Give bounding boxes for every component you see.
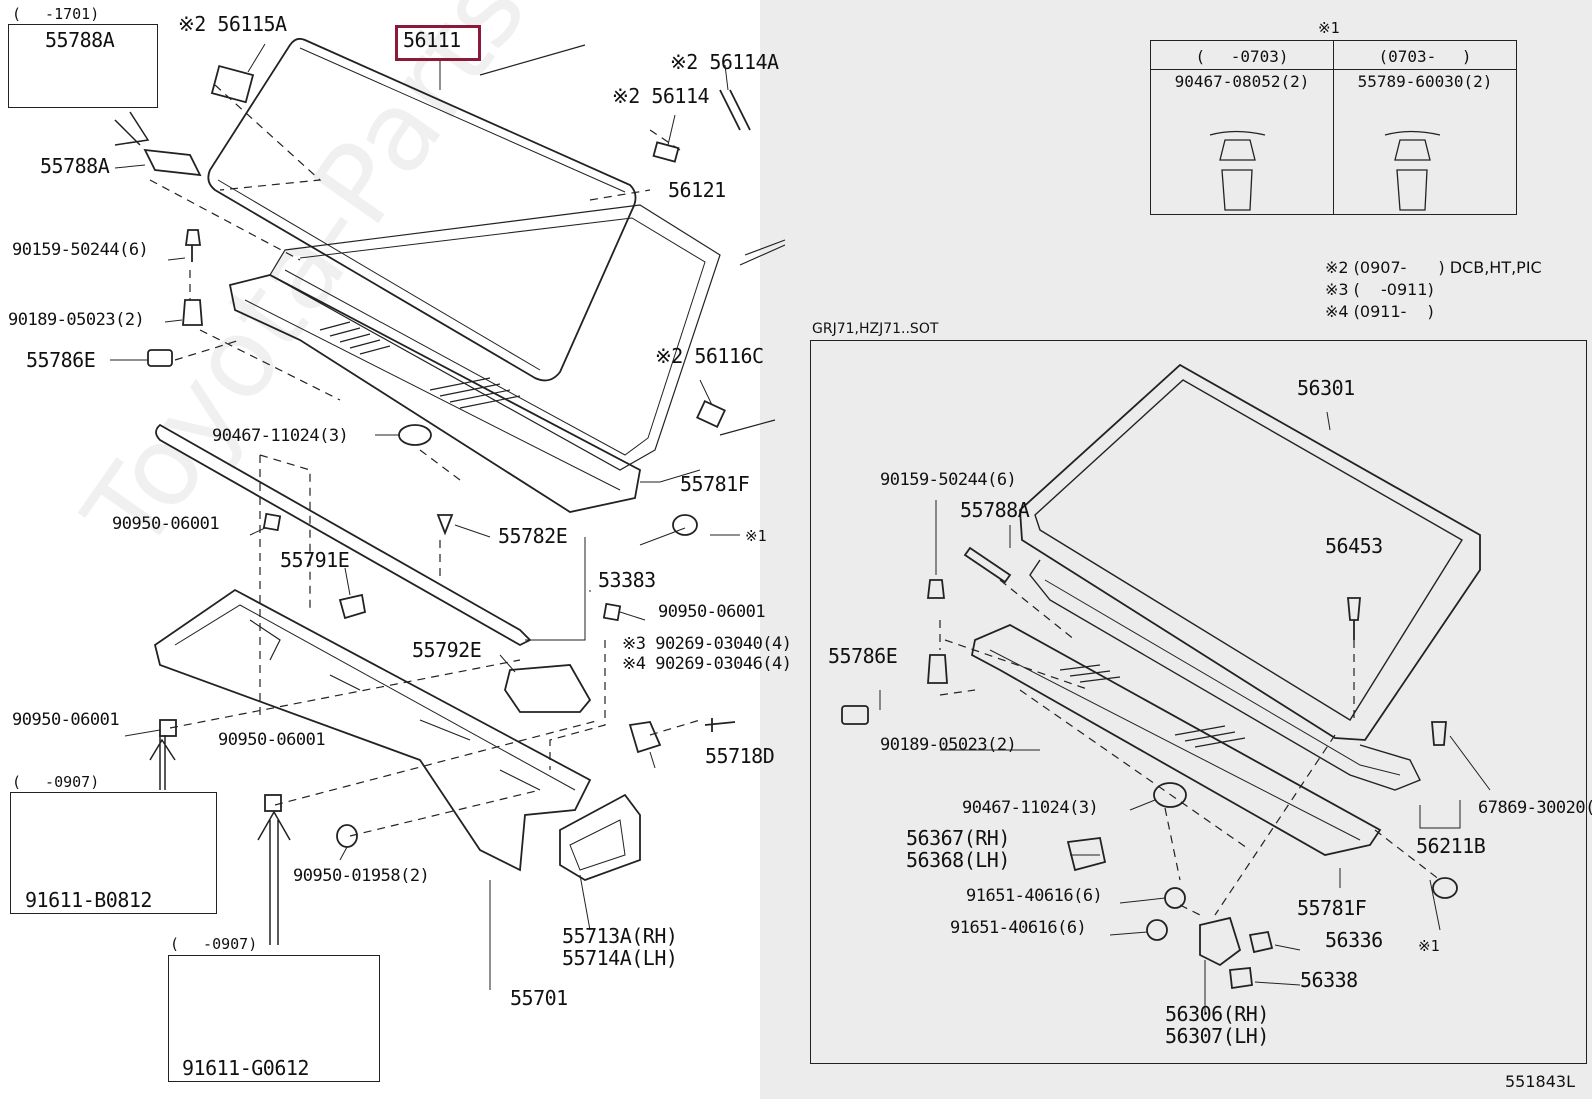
- right-label-56367[interactable]: 56367(RH): [906, 826, 1010, 850]
- right-label-56336[interactable]: 56336: [1325, 928, 1383, 952]
- right-label-56211B[interactable]: 56211B: [1416, 834, 1486, 858]
- inset-mid-part[interactable]: 91611-B0812: [25, 888, 152, 912]
- label-56115A[interactable]: ※2 56115A: [178, 12, 287, 36]
- label-55786E[interactable]: 55786E: [26, 348, 96, 372]
- label-90269-b[interactable]: ※4 90269-03046(4): [622, 654, 792, 674]
- right-label-90189[interactable]: 90189-05023(2): [880, 735, 1017, 755]
- inset-mid-date: ( -0907): [12, 773, 100, 791]
- label-55718D[interactable]: 55718D: [705, 744, 775, 768]
- right-label-90467[interactable]: 90467-11024(3): [962, 798, 1099, 818]
- inset-box-mid-left: [10, 792, 217, 914]
- label-90467[interactable]: 90467-11024(3): [212, 426, 349, 446]
- seal-strip: [155, 423, 532, 647]
- right-label-56453[interactable]: 56453: [1325, 534, 1383, 558]
- inset-top-date: ( -1701): [12, 5, 100, 23]
- label-56116C[interactable]: ※2 56116C: [655, 344, 764, 368]
- highlighted-part-box: [395, 25, 481, 61]
- inset-bottom-part[interactable]: 91611-G0612: [182, 1056, 309, 1080]
- label-55714A[interactable]: 55714A(LH): [562, 946, 678, 970]
- fastener-table: ( -0703) (0703- ) 90467-08052(2) 55789-6…: [1150, 40, 1517, 215]
- label-56114[interactable]: ※2 56114: [612, 84, 710, 108]
- right-group-box: [810, 340, 1587, 1064]
- right-cowl-panel: [970, 623, 1382, 856]
- right-label-56301[interactable]: 56301: [1297, 376, 1355, 400]
- side-bracket: [559, 793, 641, 881]
- label-90189[interactable]: 90189-05023(2): [8, 310, 145, 330]
- fastener-table-mark: ※1: [1318, 19, 1340, 37]
- right-label-90159[interactable]: 90159-50244(6): [880, 470, 1017, 490]
- right-mark-1: ※1: [1418, 937, 1440, 955]
- right-label-56338[interactable]: 56338: [1300, 968, 1358, 992]
- right-label-91651-b[interactable]: 91651-40616(6): [950, 918, 1087, 938]
- right-label-67869[interactable]: 67869-30020(6): [1478, 798, 1592, 818]
- note-4: ※4 (0911- ): [1325, 302, 1434, 321]
- right-label-56307[interactable]: 56307(LH): [1165, 1024, 1269, 1048]
- label-55713A[interactable]: 55713A(RH): [562, 924, 678, 948]
- fastener-col2-date: (0703- ): [1333, 40, 1517, 70]
- windshield-glass: [207, 37, 637, 382]
- cowl-panel: [228, 274, 642, 513]
- label-90159[interactable]: 90159-50244(6): [12, 240, 149, 260]
- label-90269-a[interactable]: ※3 90269-03040(4): [622, 634, 792, 654]
- right-label-91651-a[interactable]: 91651-40616(6): [966, 886, 1103, 906]
- left-mark-1: ※1: [745, 527, 767, 545]
- label-56114A[interactable]: ※2 56114A: [670, 50, 779, 74]
- label-55792E[interactable]: 55792E: [412, 638, 482, 662]
- label-56121[interactable]: 56121: [668, 178, 726, 202]
- fastener-col1-date: ( -0703): [1150, 40, 1334, 70]
- fastener-col1-part[interactable]: 90467-08052(2): [1150, 69, 1334, 215]
- label-55782E[interactable]: 55782E: [498, 524, 568, 548]
- right-label-55786E[interactable]: 55786E: [828, 644, 898, 668]
- inset-box-bottom-left: [168, 955, 380, 1082]
- label-90950-c[interactable]: 90950-06001: [12, 710, 120, 730]
- label-55701[interactable]: 55701: [510, 986, 568, 1010]
- note-2: ※2 (0907- ) DCB,HT,PIC: [1325, 258, 1542, 277]
- label-55781F[interactable]: 55781F: [680, 472, 750, 496]
- right-label-56368[interactable]: 56368(LH): [906, 848, 1010, 872]
- right-label-55788A[interactable]: 55788A: [960, 498, 1030, 522]
- fastener-col2-part[interactable]: 55789-60030(2): [1333, 69, 1517, 215]
- label-55791E[interactable]: 55791E: [280, 548, 350, 572]
- right-group-title: GRJ71,HZJ71..SOT: [812, 321, 939, 337]
- inset-bottom-date: ( -0907): [170, 935, 258, 953]
- label-90950-a[interactable]: 90950-06001: [112, 514, 220, 534]
- right-label-55781F[interactable]: 55781F: [1297, 896, 1367, 920]
- cowl-frame: [153, 588, 592, 872]
- right-windshield-frame: [1019, 363, 1481, 741]
- diagram-id: 551843L: [1505, 1072, 1575, 1091]
- label-90950-b[interactable]: 90950-06001: [658, 602, 766, 622]
- label-90950-e[interactable]: 90950-01958(2): [293, 866, 430, 886]
- inset-top-part[interactable]: 55788A: [45, 28, 115, 52]
- label-55788A[interactable]: 55788A: [40, 154, 110, 178]
- label-53383[interactable]: 53383: [598, 568, 656, 592]
- label-90950-d[interactable]: 90950-06001: [218, 730, 326, 750]
- note-3: ※3 ( -0911): [1325, 280, 1434, 299]
- right-label-56306[interactable]: 56306(RH): [1165, 1002, 1269, 1026]
- inset-box-top-left: [8, 24, 158, 108]
- label-56111[interactable]: 56111: [403, 28, 461, 52]
